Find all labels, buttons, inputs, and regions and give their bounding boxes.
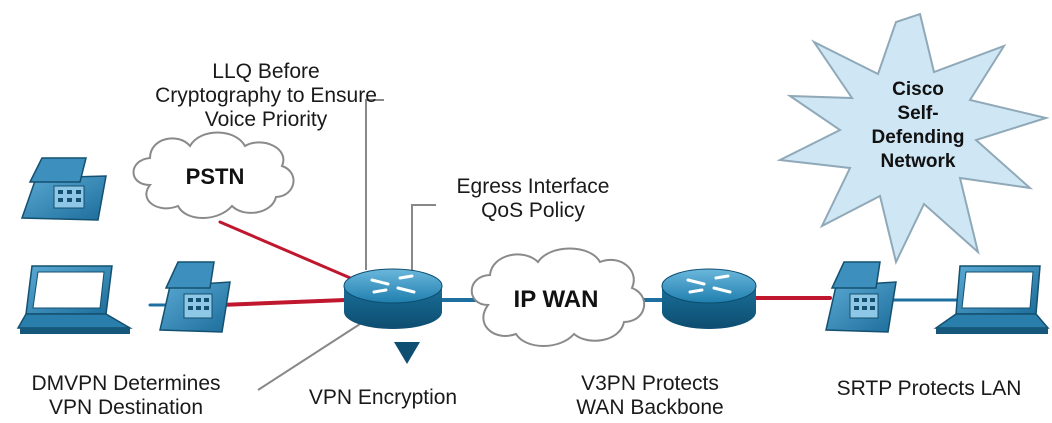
router-icon — [661, 268, 757, 329]
llq-callout-line2: Cryptography to Ensure — [155, 84, 377, 107]
egress-callout-line — [411, 204, 436, 270]
dmvpn-callout-line1: DMVPN Determines — [31, 372, 221, 395]
ipwan-cloud-icon — [470, 247, 646, 347]
llq-callout-line3: Voice Priority — [204, 108, 328, 131]
llq-callout: LLQ Before Cryptography to Ensure Voice … — [138, 60, 394, 132]
dmvpn-callout-line2: VPN Destination — [48, 396, 204, 419]
callout-lines — [257, 99, 436, 391]
llq-callout-line — [365, 99, 384, 270]
starburst-label: Cisco Self- Defending Network — [852, 78, 984, 174]
llq-callout-line1: LLQ Before — [212, 60, 320, 83]
v3pn-callout: V3PN Protects WAN Backbone — [560, 372, 740, 420]
telephone-icon — [825, 261, 897, 333]
laptop-icon — [16, 265, 133, 334]
v3pn-callout-line2: WAN Backbone — [576, 396, 724, 419]
links — [148, 220, 967, 307]
starburst-line3: Defending — [871, 127, 965, 148]
vpn-encryption-label: VPN Encryption — [308, 386, 458, 409]
v3pn-callout-line1: V3PN Protects — [581, 372, 719, 395]
egress-callout-line2: QoS Policy — [481, 199, 585, 222]
dmvpn-callout-line — [257, 323, 361, 391]
egress-callout: Egress Interface QoS Policy — [448, 175, 618, 223]
ipwan-cloud-label: IP WAN — [513, 286, 599, 313]
phone-left-to-router-voice-link — [218, 298, 347, 307]
starburst-line1: Cisco — [892, 79, 944, 100]
pstn-cloud-label: PSTN — [185, 164, 245, 189]
starburst-line2: Self- — [897, 103, 939, 124]
dmvpn-callout: DMVPN Determines VPN Destination — [8, 372, 244, 420]
srtp-label: SRTP Protects LAN — [836, 377, 1022, 400]
arrow-down-icon — [394, 342, 420, 364]
telephone-icon — [20, 157, 107, 221]
pstn-cloud-icon — [132, 131, 295, 219]
telephone-icon — [159, 261, 231, 333]
starburst-icon — [776, 12, 1050, 265]
router-icon — [343, 268, 443, 329]
starburst-line4: Network — [880, 151, 956, 172]
pstn-to-router-voice-link — [218, 220, 357, 282]
egress-callout-line1: Egress Interface — [456, 175, 610, 198]
laptop-icon — [933, 265, 1050, 334]
